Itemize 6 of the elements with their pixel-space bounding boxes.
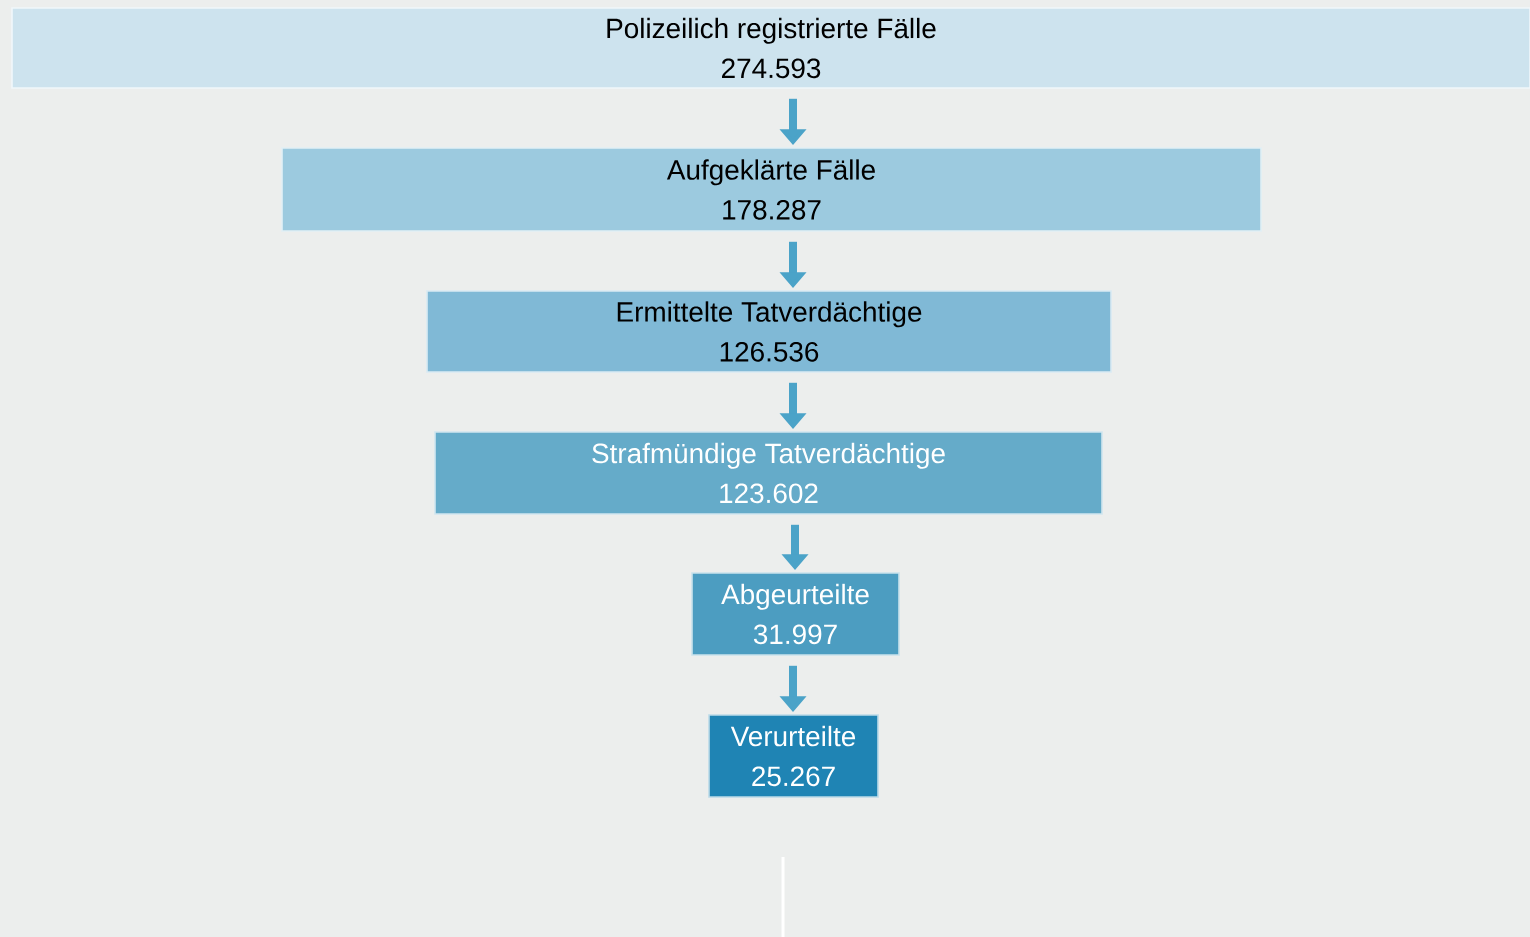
process-box: Verurteilte 25.267 [708,714,879,798]
process-box: Ermittelte Tatverdächtige 126.536 [426,290,1112,373]
process-box: Strafmündige Tatverdächtige 123.602 [434,431,1103,515]
process-box: Aufgeklärte Fälle 178.287 [281,147,1262,232]
process-box: Polizeilich registrierte Fälle 274.593 [11,7,1530,89]
process-box: Abgeurteilte 31.997 [691,572,900,656]
